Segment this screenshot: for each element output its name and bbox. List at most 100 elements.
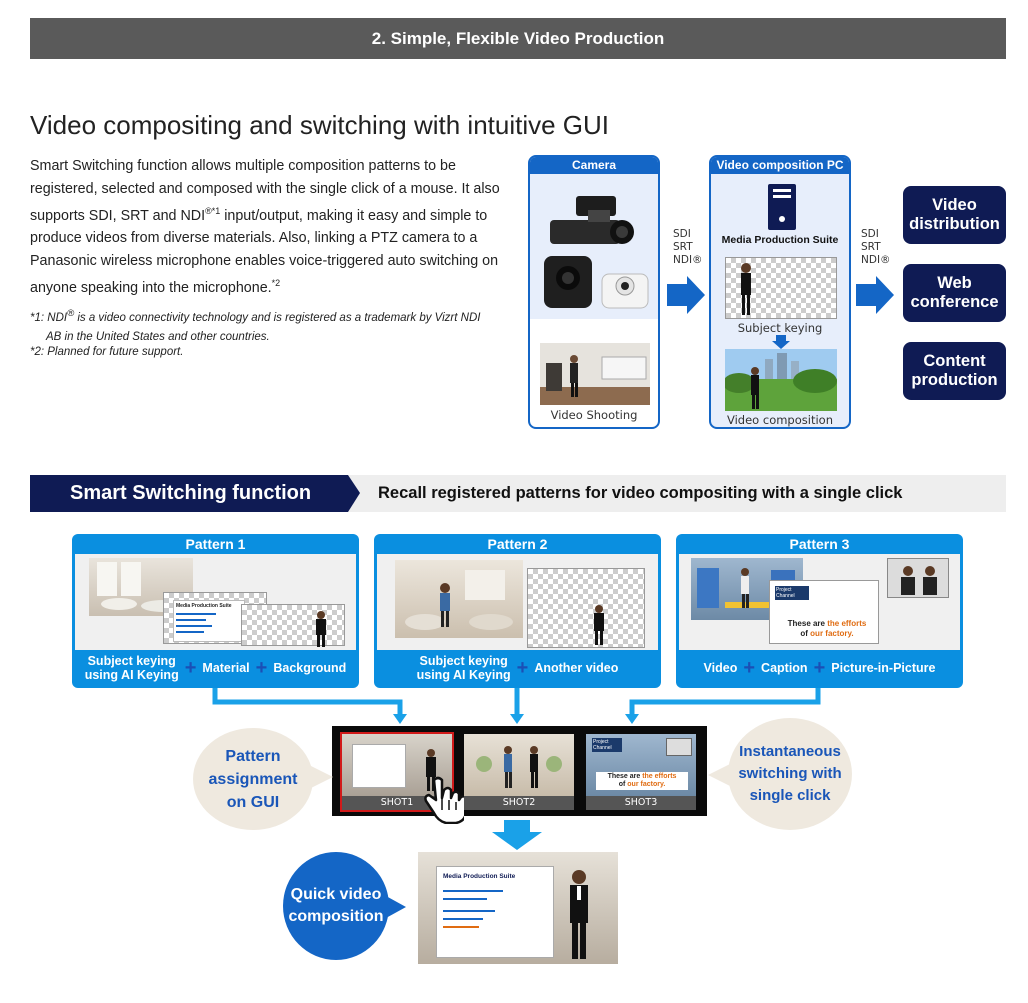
bubble-bottom-2: composition — [288, 908, 384, 925]
bubble-left-1: Pattern — [225, 747, 281, 765]
output-2-line1: Web — [937, 274, 972, 292]
pattern-3-item-1: Video — [703, 661, 738, 675]
output-1-line2: distribution — [909, 215, 1000, 233]
protocol-srt: SRT — [673, 241, 693, 253]
bubble-pointer — [386, 896, 406, 918]
hand-cursor-icon — [424, 776, 464, 824]
video-shooting-image — [540, 343, 650, 405]
camera-panel: Camera Vi — [528, 155, 660, 429]
camera-icon — [544, 196, 649, 309]
shot-3-pip — [666, 738, 692, 756]
final-mini-ui: Media Production Suite — [436, 866, 554, 958]
p2-i1-l1: Subject keying — [419, 654, 508, 668]
video-shooting-label: Video Shooting — [550, 408, 638, 422]
video-composition-label: Video composition — [727, 413, 833, 427]
shot-2-thumb — [464, 734, 574, 796]
shot3-cap-1a: These are — [607, 773, 643, 780]
shot-2-scene-icon — [476, 746, 562, 788]
pattern-2-item-2: Another video — [534, 661, 619, 675]
smart-switching-tab: Smart Switching function — [30, 475, 360, 512]
quick-composition-bubble: Quick video composition — [283, 852, 389, 960]
presenter-icon — [540, 343, 650, 405]
output-2-line2: conference — [910, 293, 999, 311]
pattern-1-card: Pattern 1 Media Production Suite Su — [72, 534, 359, 688]
mini-line — [176, 613, 216, 615]
shot-3-thumb: Project Channel These are the efforts of… — [586, 734, 696, 796]
mini-line — [176, 619, 206, 621]
subject-keying-image — [725, 257, 837, 319]
intro-text-1: Smart Switching function allows multiple… — [30, 158, 500, 224]
protocols-right: SDI SRT NDI® — [861, 228, 891, 267]
output-3-line1: Content — [923, 352, 986, 370]
intro-sup-1: ®*1 — [205, 206, 221, 216]
intro-text-2: input/output, making it easy and simple … — [30, 207, 499, 297]
spacer — [530, 319, 658, 343]
person-icon — [570, 870, 588, 959]
down-arrow-icon — [492, 820, 542, 850]
intro-paragraph: Smart Switching function allows multiple… — [30, 155, 502, 300]
mini-line — [443, 898, 487, 900]
bubble-bottom-1: Quick video — [290, 886, 382, 903]
bubble-right-3: single click — [749, 787, 831, 804]
bubble-pointer — [311, 766, 333, 788]
protocol-ndi-out: NDI® — [861, 254, 891, 266]
background-checker — [241, 604, 345, 646]
mini-line — [443, 926, 479, 928]
room-scene-icon — [405, 570, 513, 630]
smart-switching-description: Recall registered patterns for video com… — [378, 484, 903, 502]
bubble-left-3: on GUI — [226, 793, 280, 811]
plus-icon: + — [184, 657, 197, 679]
pattern-3-images: Project Channel These are the efforts of… — [679, 554, 960, 650]
bubble-right-1: Instantaneous — [739, 743, 841, 760]
pip-image — [887, 558, 949, 598]
pattern-3-item-2: Caption — [761, 661, 808, 675]
subject-keying-label: Subject keying — [737, 321, 823, 335]
material-mini-ui: Media Production Suite — [173, 600, 245, 642]
person-icon — [594, 605, 604, 645]
shot-3-label: SHOT3 — [586, 796, 696, 810]
caption-1b: the efforts — [827, 619, 867, 628]
camera-panel-title: Camera — [530, 157, 658, 174]
protocol-sdi: SDI — [673, 228, 691, 240]
caption-2b: our factory. — [810, 629, 854, 638]
footnote-1-c: AB in the United States and other countr… — [46, 330, 270, 343]
protocol-ndi: NDI® — [673, 254, 703, 266]
pattern-3-title: Pattern 3 — [789, 536, 850, 552]
caption-text: These are the efforts of our factory. — [782, 619, 872, 639]
shot-2[interactable]: SHOT2 — [464, 734, 574, 812]
composition-pc-title: Video composition PC — [711, 157, 849, 174]
protocol-srt-out: SRT — [861, 241, 881, 253]
final-composition-image: Media Production Suite — [418, 852, 618, 964]
pattern-3-footer: Video + Caption + Picture-in-Picture — [676, 650, 963, 686]
shot3-cap-2a: of — [618, 781, 628, 788]
video-composition-image — [723, 349, 837, 411]
output-1-line1: Video — [932, 196, 977, 214]
p1-i1-l2: using AI Keying — [84, 668, 179, 682]
mps-label: Media Production Suite — [721, 234, 839, 246]
shot-3[interactable]: Project Channel These are the efforts of… — [586, 734, 696, 812]
pattern-2-title: Pattern 2 — [487, 536, 548, 552]
footnote-1-b: is a video connectivity technology and i… — [74, 311, 481, 324]
composition-pc-panel: Video composition PC Media Production Su… — [709, 155, 851, 429]
mini-line — [176, 625, 212, 627]
footnote-2: *2: Planned for future support. — [30, 346, 184, 358]
caption-frame: Project Channel These are the efforts of… — [769, 580, 879, 644]
room-image — [395, 560, 523, 638]
mini-line — [176, 631, 204, 633]
p1-i1-l1: Subject keying — [87, 654, 176, 668]
person-icon — [316, 611, 326, 647]
page-title: Video compositing and switching with int… — [30, 110, 610, 140]
down-arrow-icon — [772, 335, 790, 349]
project-channel-label: Project Channel — [775, 586, 809, 600]
plus-icon: + — [516, 657, 529, 679]
pattern-3-item-3: Picture-in-Picture — [831, 661, 936, 675]
bubble-pointer — [708, 764, 730, 786]
pattern-1-title: Pattern 1 — [185, 536, 246, 552]
